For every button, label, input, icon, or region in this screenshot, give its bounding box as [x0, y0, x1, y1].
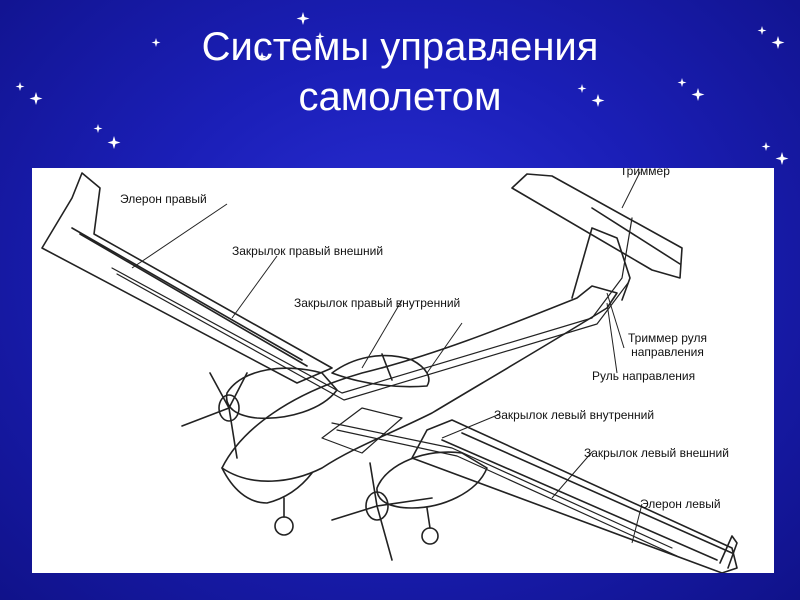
left-propeller-spinner: [365, 491, 389, 521]
label-flap-right-outer: Закрылок правый внешний: [232, 244, 384, 258]
aircraft-line-drawing: [41, 171, 738, 573]
slide-title: Системы управления самолетом: [0, 22, 800, 122]
left-propeller: [331, 462, 433, 561]
left-engine-nacelle: [376, 451, 488, 509]
label-aileron-right: Элерон правый: [120, 192, 207, 206]
control-cables: [111, 217, 678, 557]
left-main-wheel: [421, 527, 439, 545]
right-wing: [41, 172, 333, 384]
label-rudder-trimmer-line-2: направления: [631, 345, 704, 359]
label-aileron-left: Элерон левый: [640, 497, 721, 511]
label-flap-right-inner: Закрылок правый внутренний: [294, 296, 461, 310]
left-wingtip-fin: [719, 535, 738, 569]
right-wing-control-surface: [71, 227, 303, 361]
aircraft-control-diagram: Элерон правый Закрылок правый внешний За…: [32, 168, 774, 573]
label-rudder: Руль направления: [592, 369, 696, 383]
star-icon: [775, 152, 789, 165]
vertical-tail: [571, 227, 631, 301]
slide-title-line-2: самолетом: [298, 75, 502, 119]
fuselage: [221, 285, 618, 482]
nose: [221, 467, 313, 504]
nose-wheel: [274, 516, 294, 536]
callout-leaders: [131, 171, 643, 544]
label-flap-left-outer: Закрылок левый внешний: [584, 446, 729, 460]
right-propeller-spinner: [218, 394, 240, 422]
right-propeller: [181, 372, 248, 459]
star-icon: [93, 124, 103, 133]
label-rudder-trimmer: Триммер руля направления: [628, 331, 707, 359]
label-trimmer: Триммер: [620, 168, 670, 178]
star-icon: [761, 142, 771, 151]
horizontal-stabilizer: [511, 173, 683, 279]
star-icon: [107, 136, 121, 149]
label-flap-left-inner: Закрылок левый внутренний: [494, 408, 655, 422]
slide-title-line-1: Системы управления: [201, 25, 599, 69]
label-rudder-trimmer-line-1: Триммер руля: [628, 331, 707, 345]
